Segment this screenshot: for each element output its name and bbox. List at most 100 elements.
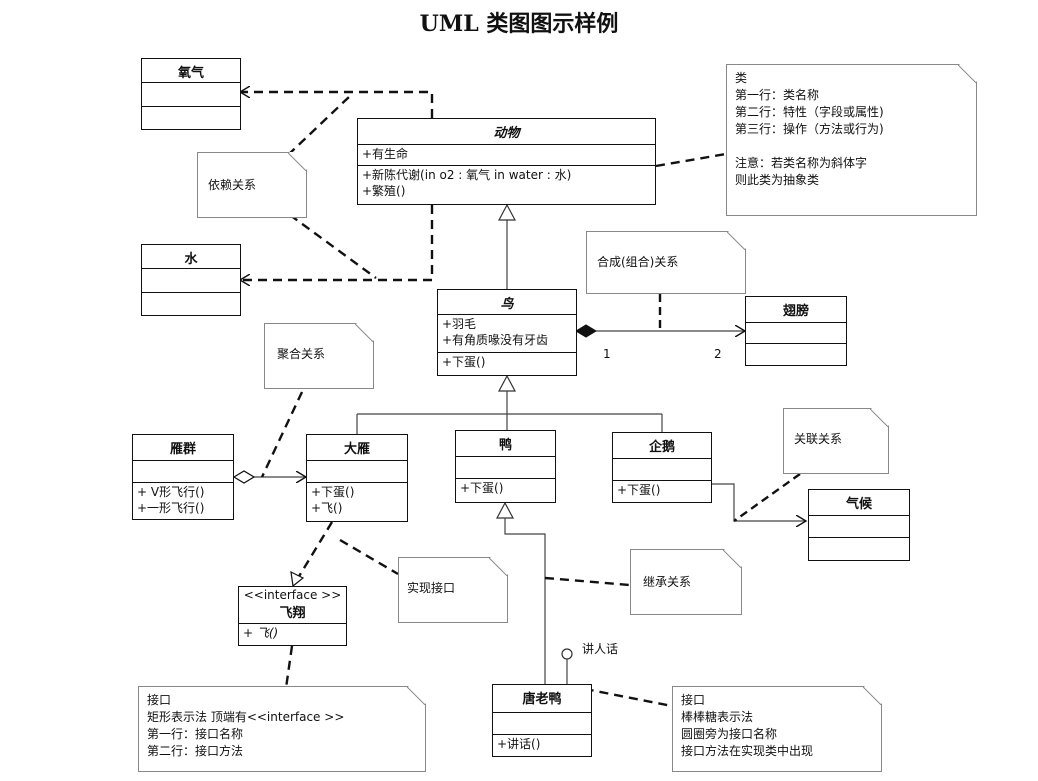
class-operations: + V形飞行() +一形飞行() (133, 483, 233, 519)
interface-fly[interactable]: <<interface >> 飞翔 + 飞() (238, 586, 347, 646)
class-attributes (133, 461, 233, 483)
class-operations (142, 293, 240, 315)
class-duck[interactable]: 鸭 +下蛋() (455, 430, 556, 503)
class-donald-duck[interactable]: 唐老鸭 +讲话() (492, 684, 592, 757)
note-line: 圆圈旁为接口名称 (681, 727, 778, 741)
lollipop-interface-name: 讲人话 (582, 642, 619, 656)
note-line: 接口 (147, 693, 172, 707)
note-text: 关联关系 (794, 432, 843, 446)
note-anchor-dependency-top (287, 95, 351, 156)
inheritance-line-donald-duck (504, 518, 546, 684)
class-name-abstract: 动物 (358, 119, 655, 145)
note-line: 类 (735, 71, 748, 85)
class-operations: +讲话() (493, 735, 591, 756)
class-name: 氧气 (142, 59, 240, 83)
note-text: 聚合关系 (277, 347, 326, 361)
class-name: 雁群 (133, 435, 233, 461)
class-attributes: +有生命 (358, 145, 655, 166)
attribute: +羽毛 (442, 317, 477, 331)
class-penguin[interactable]: 企鹅 +下蛋() (612, 432, 712, 503)
class-name: 气候 (809, 490, 909, 516)
operation: +一形飞行() (137, 501, 205, 515)
note-interface-lollipop: 接口 棒棒糖表示法 圆圈旁为接口名称 接口方法在实现类中出现 (672, 686, 882, 772)
note-aggregation: 聚合关系 (264, 323, 374, 389)
class-attributes (746, 323, 846, 344)
note-line (735, 138, 968, 155)
note-anchor-realization (339, 538, 399, 576)
interface-operations: + 飞() (239, 624, 346, 645)
note-text: 实现接口 (407, 581, 456, 595)
class-animal[interactable]: 动物 +有生命 +新陈代谢(in o2 : 氧气 in water : 水) +… (357, 118, 656, 205)
class-attributes: +羽毛 +有角质喙没有牙齿 (438, 315, 576, 353)
class-name: 水 (142, 245, 240, 269)
note-line: 第一行：接口名称 (147, 727, 244, 741)
class-operations: +下蛋() +飞() (307, 483, 407, 521)
note-line: 接口 (681, 693, 706, 707)
class-goose[interactable]: 大雁 +下蛋() +飞() (306, 434, 408, 522)
interface-name: 飞翔 (279, 606, 306, 621)
class-operations (746, 344, 846, 365)
inheritance-arrow-animal (498, 203, 516, 221)
class-operations: +下蛋() (438, 353, 576, 375)
class-name: 翅膀 (746, 297, 846, 323)
note-line: 第三行：操作（方法或行为) (735, 122, 884, 136)
note-interface-rectangle: 接口 矩形表示法 顶端有<<interface >> 第一行：接口名称 第二行：… (138, 686, 426, 772)
composition-diamond (575, 324, 597, 338)
operation: +下蛋() (442, 355, 486, 369)
dependency-line-water (240, 205, 434, 280)
class-attributes (142, 83, 240, 107)
class-attributes (613, 459, 711, 481)
note-line: 矩形表示法 顶端有<<interface >> (147, 710, 345, 724)
note-class-description: 类 第一行：类名称 第二行：特性（字段或属性) 第三行：操作（方法或行为) 注意… (726, 64, 977, 216)
class-oxygen[interactable]: 氧气 (141, 58, 241, 130)
class-operations (142, 107, 240, 129)
note-dependency: 依赖关系 (197, 152, 307, 218)
note-association: 关联关系 (783, 408, 889, 474)
operation: +新陈代谢(in o2 : 氧气 in water : 水) (362, 168, 572, 182)
class-attributes (307, 461, 407, 483)
multiplicity-label-1: 1 (603, 347, 611, 361)
operation: +下蛋() (311, 485, 355, 499)
class-attributes (142, 269, 240, 293)
multiplicity-label-2: 2 (714, 347, 722, 361)
interface-stereotype: <<interface >> (243, 588, 342, 602)
note-realization: 实现接口 (398, 557, 508, 623)
class-operations: +新陈代谢(in o2 : 氧气 in water : 水) +繁殖() (358, 166, 655, 204)
class-name-abstract: 鸟 (438, 290, 576, 315)
aggregation-diamond (232, 470, 256, 484)
note-anchor-dependency-bottom (289, 214, 377, 279)
class-name: 企鹅 (613, 433, 711, 459)
note-line: 第一行：类名称 (735, 88, 820, 102)
dependency-line-oxygen (240, 92, 434, 118)
attribute: +有角质喙没有牙齿 (442, 333, 549, 347)
class-bird[interactable]: 鸟 +羽毛 +有角质喙没有牙齿 +下蛋() (437, 289, 577, 376)
association-line (712, 483, 806, 521)
class-wing[interactable]: 翅膀 (745, 296, 847, 366)
operation: +繁殖() (362, 184, 406, 198)
note-line: 第二行：特性（字段或属性) (735, 105, 884, 119)
class-name: 唐老鸭 (493, 685, 591, 713)
note-composition: 合成(组合)关系 (586, 231, 746, 294)
note-anchor-interface (284, 645, 294, 689)
inheritance-arrow-duck (496, 501, 514, 519)
class-climate[interactable]: 气候 (808, 489, 910, 561)
operation: +下蛋() (460, 481, 504, 495)
note-anchor-class (655, 152, 727, 168)
page-title: UML 类图图示样例 (419, 11, 619, 37)
note-line: 第二行：接口方法 (147, 744, 244, 758)
note-anchor-association (733, 473, 801, 522)
class-operations: +下蛋() (613, 481, 711, 502)
class-attributes (456, 457, 555, 479)
interface-header: <<interface >> 飞翔 (239, 587, 346, 624)
lollipop-circle-icon (561, 648, 573, 660)
class-operations: +下蛋() (456, 479, 555, 502)
class-water[interactable]: 水 (141, 244, 241, 316)
operation: + V形飞行() (137, 485, 205, 499)
note-text: 继承关系 (643, 575, 692, 589)
realization-arrow (290, 570, 305, 588)
class-goose-flock[interactable]: 雁群 + V形飞行() +一形飞行() (132, 434, 234, 520)
operation: +讲话() (497, 737, 541, 751)
operation: +下蛋() (617, 483, 661, 497)
